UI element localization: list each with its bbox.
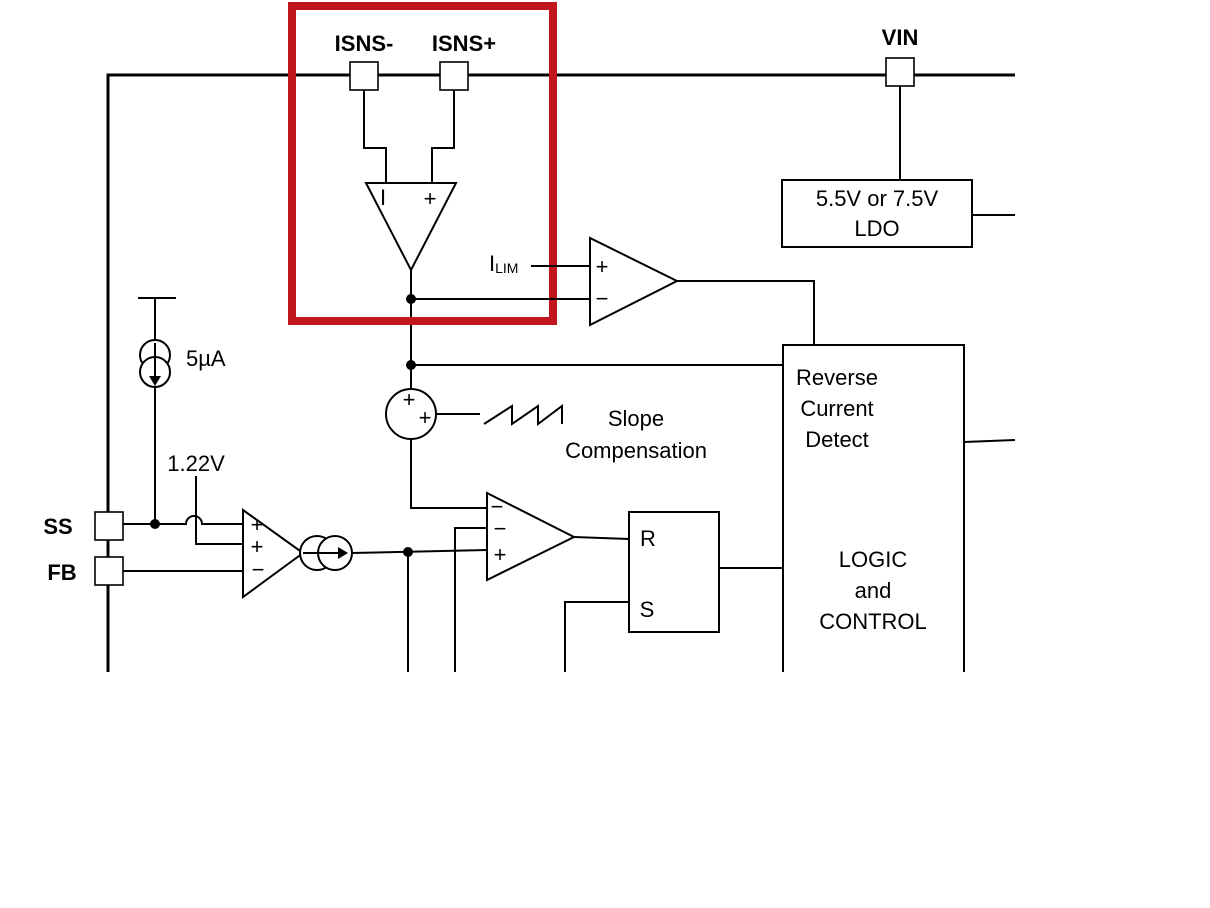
pin-isns-plus-label: ISNS+: [432, 31, 496, 56]
current-source-label: 5µA: [186, 346, 226, 371]
logic-line3: CONTROL: [819, 609, 927, 634]
rs-latch: R S: [564, 511, 783, 672]
ea-plus-1: +: [251, 512, 264, 537]
ldo-line1: 5.5V or 7.5V: [816, 186, 939, 211]
reverse-current-line3: Detect: [805, 427, 869, 452]
csa-minus-sign: I: [380, 185, 386, 210]
reverse-current-line1: Reverse: [796, 365, 878, 390]
pin-fb: FB: [47, 556, 124, 586]
transconductance-arrow-icon: [338, 547, 348, 559]
reference-label: 1.22V: [167, 451, 225, 476]
sawtooth-icon: [483, 404, 563, 426]
soft-start-source: 5µA: [138, 297, 226, 524]
pin-vin: VIN: [882, 25, 919, 87]
pin-isns-plus: ISNS+: [432, 31, 496, 91]
pin-isns-minus-label: ISNS-: [335, 31, 394, 56]
chip-border: [106, 73, 1015, 672]
pin-vin-label: VIN: [882, 25, 919, 50]
ilim-plus-sign: +: [596, 254, 609, 279]
ilim-label: ILIM: [489, 251, 518, 276]
pwm-minus-2: −: [494, 516, 507, 541]
slope-line1: Slope: [608, 406, 664, 431]
pwm-plus: +: [494, 542, 507, 567]
logic-line2: and: [855, 578, 892, 603]
ea-plus-2: +: [251, 534, 264, 559]
pwm-minus-1: −: [491, 494, 504, 519]
pin-ss: SS: [43, 511, 124, 541]
logic-line1: LOGIC: [839, 547, 908, 572]
sum-plus-top: +: [403, 387, 416, 412]
latch-r-label: R: [640, 526, 656, 551]
junction-dot: [150, 519, 160, 529]
current-limit-comparator: ILIM + −: [411, 236, 815, 345]
ea-minus: −: [252, 557, 265, 582]
pwm-comparator: − − +: [454, 491, 630, 672]
csa-plus-sign: +: [424, 186, 437, 211]
reverse-current-line2: Current: [800, 396, 873, 421]
pin-ss-label: SS: [43, 514, 72, 539]
ldo-line2: LDO: [854, 216, 899, 241]
error-amplifier: 1.22V + + −: [123, 451, 488, 672]
latch-s-label: S: [640, 597, 655, 622]
current-arrow-icon: [149, 376, 161, 386]
logic-control-block: Reverse Current Detect LOGIC and CONTROL: [411, 344, 1016, 672]
summing-node: + + Slope Compensation: [385, 387, 707, 509]
ilim-minus-sign: −: [596, 286, 609, 311]
sum-plus-right: +: [419, 405, 432, 430]
highlight-box: [288, 2, 557, 325]
pin-isns-minus: ISNS-: [335, 31, 394, 91]
current-sense-amplifier: I +: [363, 90, 458, 400]
slope-line2: Compensation: [565, 438, 707, 463]
pin-fb-label: FB: [47, 560, 76, 585]
ldo-block: 5.5V or 7.5V LDO: [781, 86, 1015, 248]
